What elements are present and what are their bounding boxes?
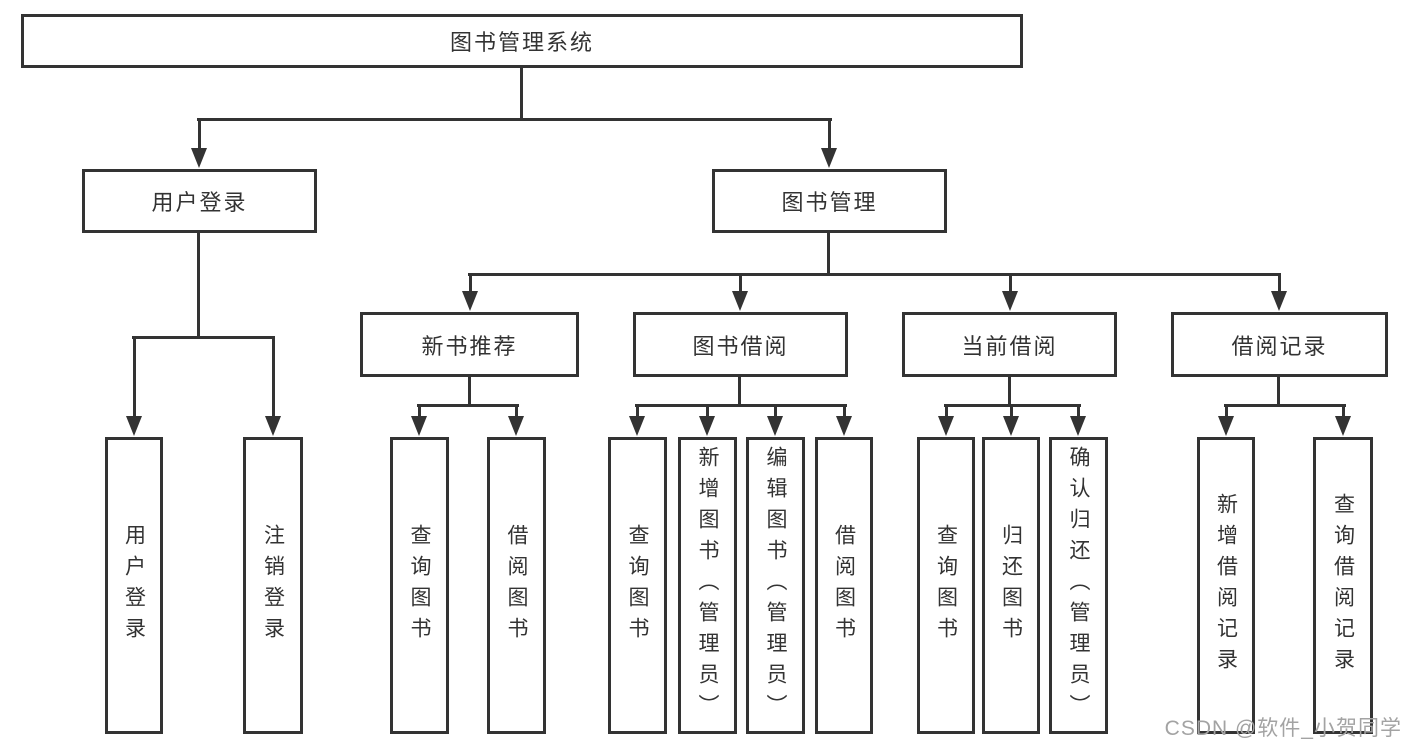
node-current-borrowing: 当前借阅: [902, 312, 1117, 377]
node-label: 新增图书（管理员）: [696, 446, 719, 725]
node-book-borrowing: 图书借阅: [633, 312, 848, 377]
node-label: 用户登录: [122, 523, 146, 648]
arrow-down-icon: [1003, 416, 1019, 436]
node-logout-action: 注销登录: [243, 437, 303, 734]
connector-line: [827, 233, 830, 275]
node-new-book-recommendation: 新书推荐: [360, 312, 579, 377]
connector-line: [945, 405, 948, 418]
node-query-books: 查询图书: [917, 437, 975, 734]
node-user-login-action: 用户登录: [105, 437, 163, 734]
connector-line: [1224, 404, 1346, 407]
arrow-down-icon: [462, 291, 478, 311]
arrow-down-icon: [1218, 416, 1234, 436]
connector-line: [132, 336, 275, 339]
arrow-down-icon: [767, 416, 783, 436]
connector-line: [1009, 274, 1012, 293]
arrow-down-icon: [411, 416, 427, 436]
connector-line: [1277, 377, 1280, 407]
node-user-login: 用户登录: [82, 169, 317, 233]
connector-line: [1077, 405, 1080, 418]
node-label: 借阅图书: [832, 523, 856, 648]
node-add-borrow-record: 新增借阅记录: [1197, 437, 1255, 734]
connector-line: [706, 405, 709, 418]
arrow-down-icon: [938, 416, 954, 436]
arrow-down-icon: [1002, 291, 1018, 311]
arrow-down-icon: [265, 416, 281, 436]
node-label: 归还图书: [999, 523, 1023, 648]
connector-line: [515, 405, 518, 418]
connector-line: [468, 273, 1281, 276]
connector-line: [417, 404, 519, 407]
connector-line: [1010, 405, 1013, 418]
connector-line: [636, 405, 639, 418]
arrow-down-icon: [821, 148, 837, 168]
node-label: 查询图书: [626, 523, 649, 648]
connector-line: [469, 274, 472, 293]
node-library-management-system: 图书管理系统: [21, 14, 1023, 68]
node-label: 查询借阅记录: [1331, 492, 1355, 679]
arrow-down-icon: [191, 148, 207, 168]
node-add-books-admin: 新增图书（管理员）: [678, 437, 737, 734]
connector-line: [1225, 405, 1228, 418]
arrow-down-icon: [1070, 416, 1086, 436]
node-borrowing-records: 借阅记录: [1171, 312, 1388, 377]
connector-line: [738, 377, 741, 407]
connector-line: [843, 405, 846, 418]
node-label: 编辑图书（管理员）: [764, 446, 787, 725]
node-query-borrow-record: 查询借阅记录: [1313, 437, 1373, 734]
arrow-down-icon: [508, 416, 524, 436]
connector-line: [1278, 274, 1281, 293]
node-label: 查询图书: [408, 523, 431, 648]
arrow-down-icon: [1271, 291, 1287, 311]
connector-line: [272, 337, 275, 418]
connector-line: [198, 119, 201, 150]
node-book-management: 图书管理: [712, 169, 947, 233]
node-label: 新增借阅记录: [1214, 492, 1238, 679]
node-label: 查询图书: [934, 523, 958, 648]
node-query-books: 查询图书: [608, 437, 667, 734]
arrow-down-icon: [629, 416, 645, 436]
node-label: 注销登录: [261, 523, 285, 648]
node-borrow-books: 借阅图书: [815, 437, 873, 734]
node-label: 借阅图书: [505, 523, 528, 648]
connector-line: [520, 68, 523, 120]
node-confirm-return-admin: 确认归还（管理员）: [1049, 437, 1108, 734]
node-borrow-books: 借阅图书: [487, 437, 546, 734]
connector-line: [468, 377, 471, 407]
connector-line: [774, 405, 777, 418]
connector-line: [828, 119, 831, 150]
connector-line: [635, 404, 847, 407]
arrow-down-icon: [836, 416, 852, 436]
connector-line: [739, 274, 742, 293]
arrow-down-icon: [699, 416, 715, 436]
connector-line: [1342, 405, 1345, 418]
node-return-books: 归还图书: [982, 437, 1040, 734]
connector-line: [133, 337, 136, 418]
connector-line: [197, 118, 832, 121]
connector-line: [1008, 377, 1011, 407]
node-edit-books-admin: 编辑图书（管理员）: [746, 437, 805, 734]
arrow-down-icon: [126, 416, 142, 436]
node-query-books: 查询图书: [390, 437, 449, 734]
csdn-watermark: CSDN @软件_小贺同学: [1164, 717, 1402, 740]
arrow-down-icon: [1335, 416, 1351, 436]
connector-line: [418, 405, 421, 418]
arrow-down-icon: [732, 291, 748, 311]
connector-line: [197, 233, 200, 339]
node-label: 确认归还（管理员）: [1067, 446, 1090, 725]
